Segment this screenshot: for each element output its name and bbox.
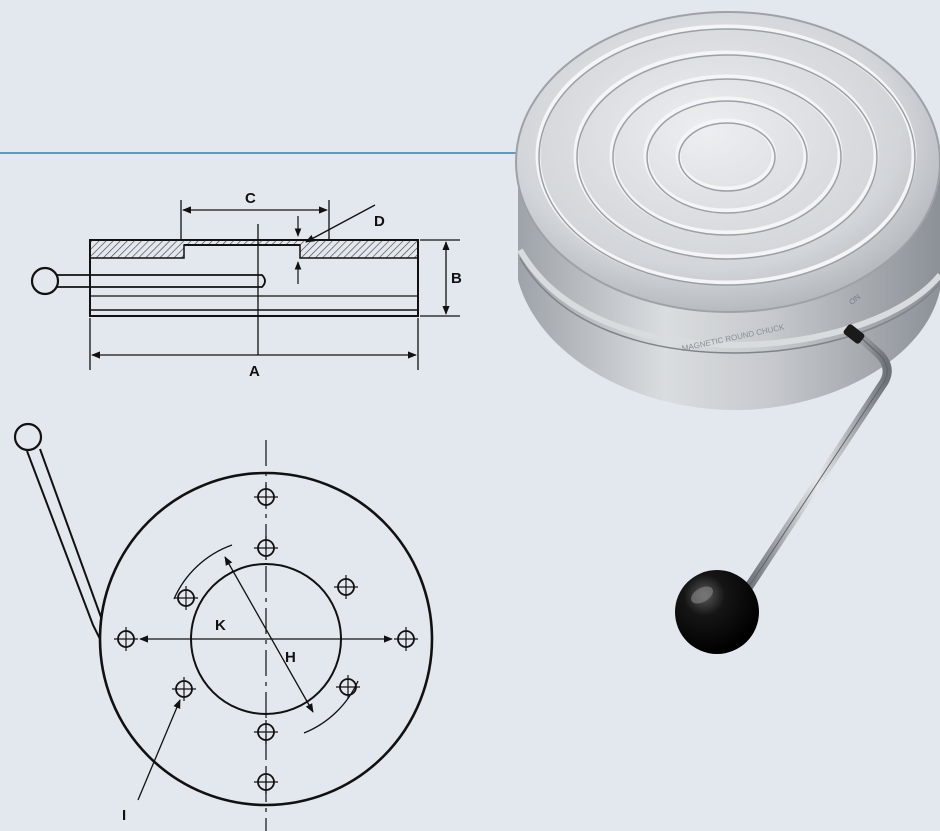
mounting-hole bbox=[174, 586, 198, 610]
chuck-lever-knob bbox=[675, 570, 759, 654]
mounting-hole bbox=[334, 575, 358, 599]
label-a: A bbox=[249, 363, 260, 380]
label-k: K bbox=[215, 617, 226, 634]
label-i: I bbox=[122, 807, 126, 824]
label-b: B bbox=[451, 270, 462, 287]
chuck-face-rings bbox=[535, 24, 917, 286]
chuck-ring-highlight bbox=[535, 24, 917, 286]
top-view-handle-rod bbox=[26, 448, 114, 647]
top-view-handle-ball bbox=[13, 422, 43, 452]
chuck-ring-highlight bbox=[643, 96, 809, 214]
mounting-hole bbox=[254, 770, 278, 794]
chuck-ring bbox=[612, 78, 842, 236]
chuck-ring-highlight bbox=[609, 74, 843, 236]
chuck-photo: MAGNETIC ROUND CHUCK ON bbox=[515, 11, 940, 654]
chuck-ring-highlight bbox=[573, 50, 879, 260]
side-view-drawing bbox=[30, 200, 460, 370]
mounting-hole bbox=[394, 627, 418, 651]
mounting-holes bbox=[114, 485, 418, 794]
chuck-ring bbox=[576, 54, 878, 260]
side-view-handle-rod bbox=[54, 274, 266, 288]
mounting-hole bbox=[172, 677, 196, 701]
label-c: C bbox=[245, 190, 256, 207]
top-view-drawing bbox=[13, 422, 434, 831]
chuck-ring bbox=[678, 122, 776, 192]
chuck-ring bbox=[538, 28, 916, 286]
mounting-hole bbox=[336, 675, 360, 699]
mounting-hole bbox=[254, 485, 278, 509]
mounting-hole bbox=[254, 536, 278, 560]
label-h: H bbox=[285, 649, 296, 666]
label-d: D bbox=[374, 213, 385, 230]
dimension-d-leader bbox=[305, 204, 376, 243]
dimension-i-leader bbox=[137, 699, 181, 801]
side-view-handle-ball bbox=[30, 266, 60, 296]
chuck-ring-highlight bbox=[675, 118, 777, 192]
mounting-hole bbox=[114, 627, 138, 651]
mounting-hole bbox=[254, 720, 278, 744]
dimension-k-line bbox=[224, 556, 314, 713]
chuck-ring bbox=[646, 100, 808, 214]
